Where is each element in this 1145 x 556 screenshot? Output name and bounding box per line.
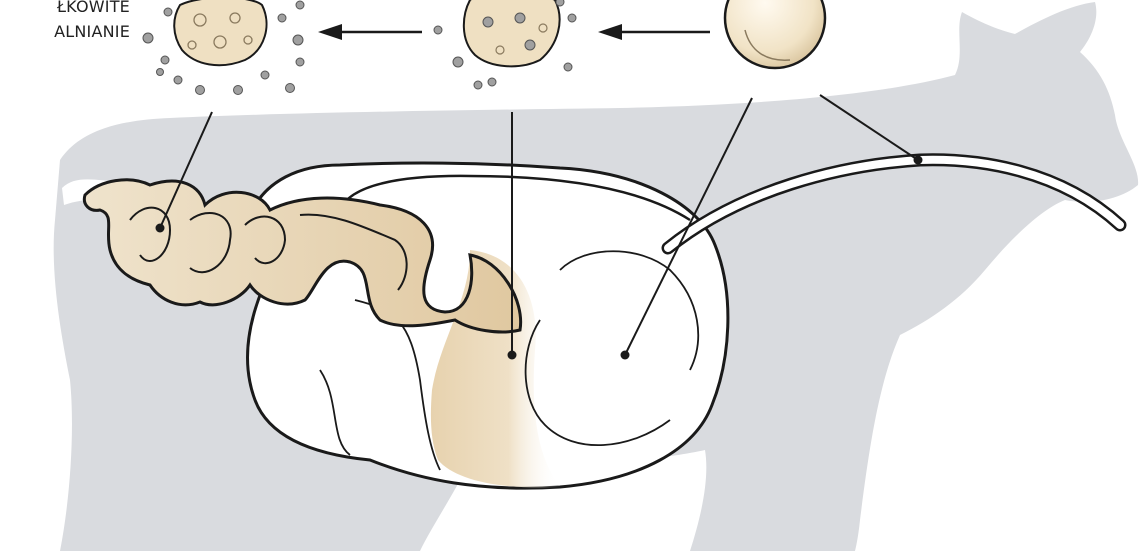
fully-digested-globule	[143, 0, 304, 95]
label-line-2: ALNIANIE	[0, 19, 130, 44]
pointer-dot-rumen	[621, 351, 630, 360]
pointer-dot-esophagus	[914, 156, 923, 165]
partially-digested-globule	[434, 0, 576, 89]
pointer-dot-abomasum	[508, 351, 517, 360]
pointer-dot-intestine	[156, 224, 165, 233]
arrow-left-icon	[598, 24, 710, 40]
arrow-left-icon	[318, 24, 422, 40]
complete-digestion-label: ŁKOWITE ALNIANIE	[0, 0, 130, 44]
milk-fat-globule	[725, 0, 825, 68]
label-line-1: ŁKOWITE	[0, 0, 130, 19]
